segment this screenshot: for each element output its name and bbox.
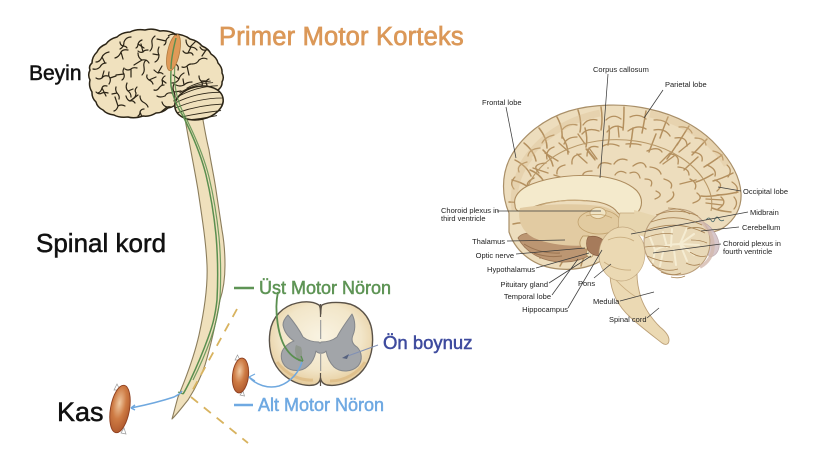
svg-text:Pons: Pons xyxy=(578,279,595,288)
svg-text:Kas: Kas xyxy=(57,397,104,427)
svg-text:Spinal kord: Spinal kord xyxy=(36,228,166,258)
svg-text:Thalamus: Thalamus xyxy=(472,237,505,246)
svg-text:Choroid plexus in: Choroid plexus in xyxy=(723,239,781,248)
svg-text:Parietal lobe: Parietal lobe xyxy=(665,80,707,89)
svg-text:Medulla: Medulla xyxy=(593,297,620,306)
svg-text:Cerebellum: Cerebellum xyxy=(742,223,780,232)
svg-text:Temporal lobe: Temporal lobe xyxy=(504,292,551,301)
svg-text:Occipital lobe: Occipital lobe xyxy=(743,187,788,196)
svg-text:Frontal lobe: Frontal lobe xyxy=(482,98,522,107)
svg-text:Hippocampus: Hippocampus xyxy=(522,305,568,314)
svg-text:Alt Motor Nöron: Alt Motor Nöron xyxy=(258,395,384,415)
svg-text:Choroid plexus in: Choroid plexus in xyxy=(441,206,499,215)
svg-text:Primer Motor Korteks: Primer Motor Korteks xyxy=(219,23,464,51)
svg-text:Spinal cord: Spinal cord xyxy=(609,315,647,324)
svg-text:Beyin: Beyin xyxy=(29,62,82,85)
svg-text:Optic nerve: Optic nerve xyxy=(476,251,514,260)
svg-text:Üst Motor Nöron: Üst Motor Nöron xyxy=(259,278,391,298)
svg-text:Midbrain: Midbrain xyxy=(750,208,779,217)
svg-text:third ventricle: third ventricle xyxy=(441,214,486,223)
svg-text:Ön boynuz: Ön boynuz xyxy=(383,332,472,353)
svg-text:Pituitary gland: Pituitary gland xyxy=(500,280,548,289)
svg-text:Hypothalamus: Hypothalamus xyxy=(487,265,535,274)
svg-text:Corpus callosum: Corpus callosum xyxy=(593,65,649,74)
svg-text:fourth ventricle: fourth ventricle xyxy=(723,247,772,256)
